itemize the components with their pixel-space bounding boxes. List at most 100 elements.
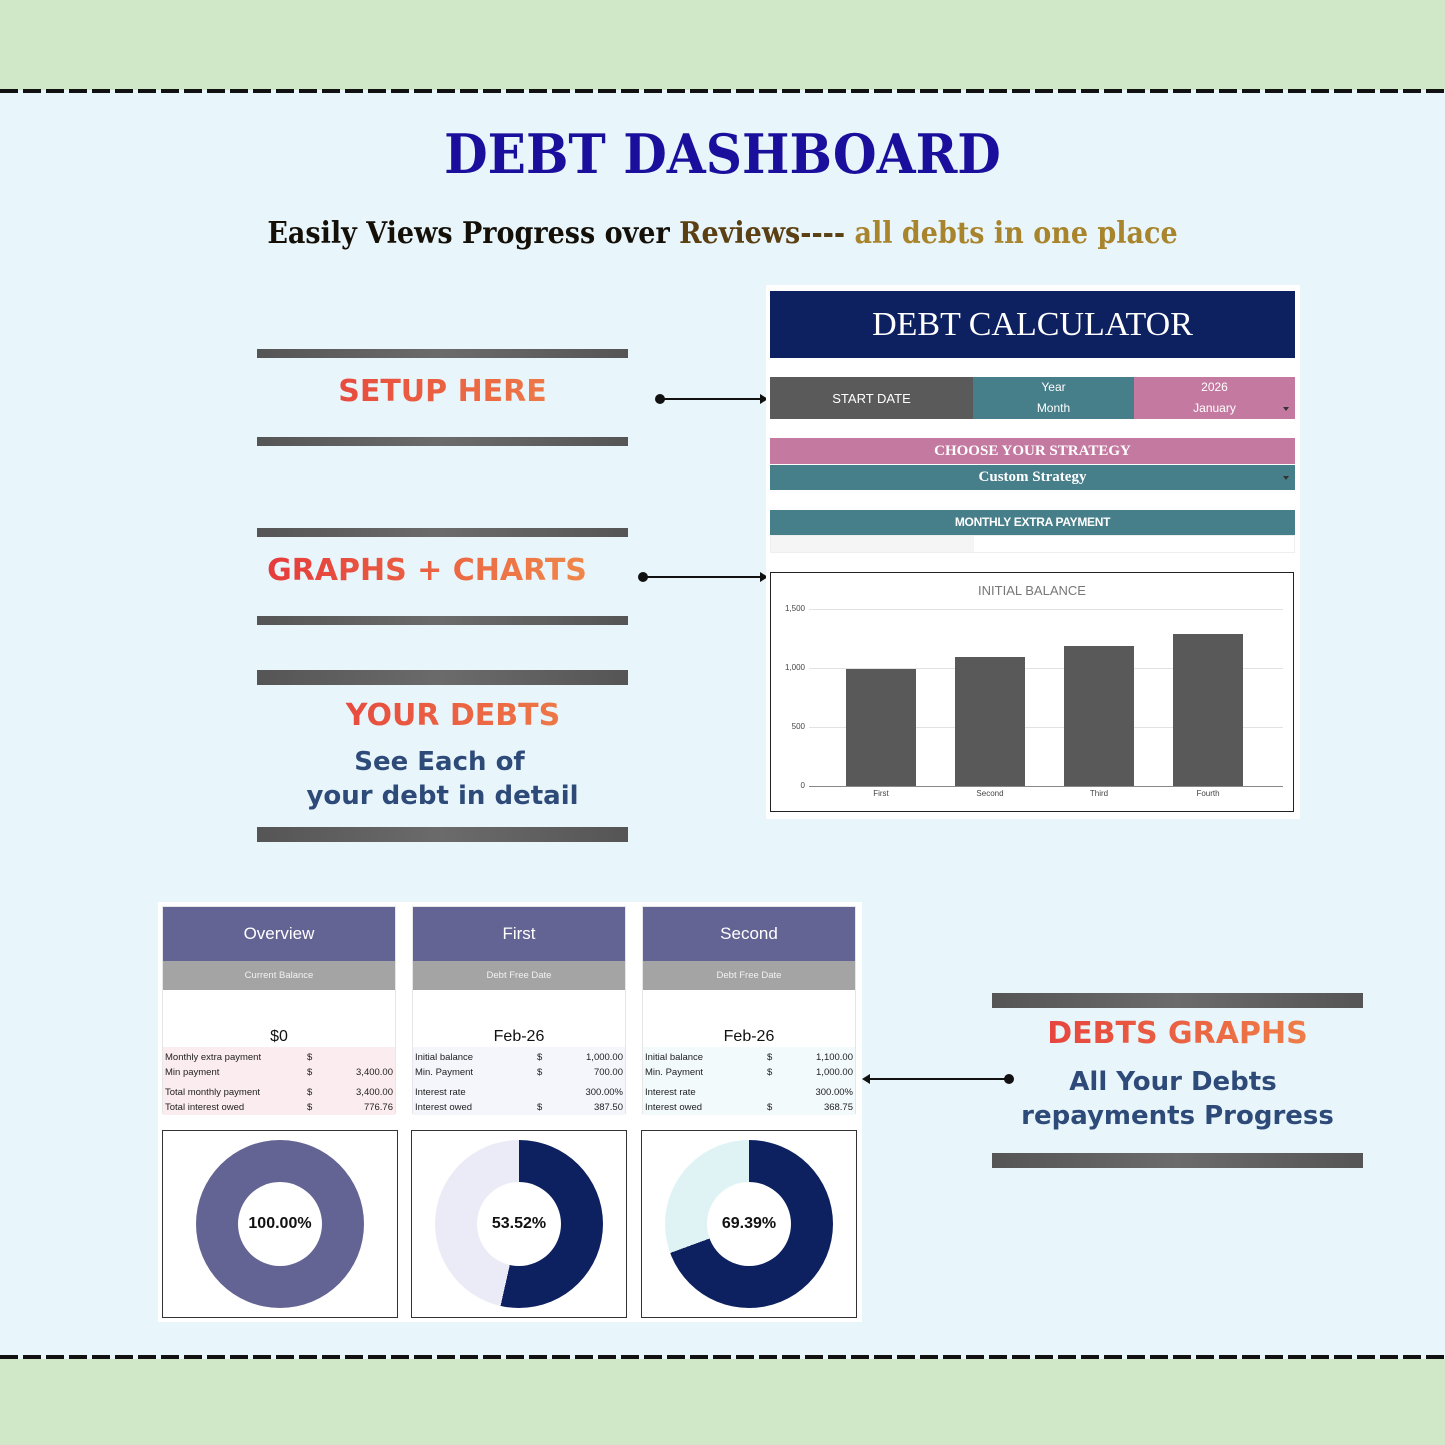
gridline: [809, 727, 1283, 728]
setup-top-bar: [257, 349, 628, 358]
chevron-down-icon[interactable]: [1283, 407, 1289, 411]
extra-payment-input[interactable]: [770, 535, 1295, 553]
your-debts-desc-line2: your debt in detail: [306, 781, 579, 811]
month-select[interactable]: January: [1193, 401, 1236, 415]
card-subtitle: Debt Free Date: [413, 961, 625, 990]
bar-third: [1064, 646, 1134, 787]
table-row: Interest owed$368.75: [645, 1102, 853, 1113]
table-row: Min payment$3,400.00: [165, 1067, 393, 1078]
month-label: Month: [1036, 401, 1071, 415]
table-row: Initial balance$1,100.00: [645, 1052, 853, 1063]
setup-bottom-bar: [257, 437, 628, 446]
subtitle-part-1: Easily Views Progress over: [267, 216, 680, 251]
strategy-label: CHOOSE YOUR STRATEGY: [770, 438, 1295, 464]
y-tick: 0: [800, 781, 805, 790]
donut-label: 53.52%: [477, 1182, 561, 1266]
gridline: [809, 668, 1283, 669]
bar-first: [846, 669, 916, 787]
table-row: Monthly extra payment$: [165, 1052, 313, 1063]
graphs-bottom-bar: [257, 616, 628, 625]
graphs-arrow-icon: [638, 572, 768, 582]
donut-ring: 100.00%: [196, 1140, 364, 1308]
your-debts-desc-line1: See Each of: [354, 747, 525, 777]
start-date-row: START DATE Year Month 2026 January: [770, 377, 1295, 419]
card-subtitle: Current Balance: [163, 961, 395, 990]
debt-free-date-value: Feb-26: [723, 1028, 775, 1045]
y-tick: 1,500: [784, 604, 805, 613]
year-month-labels: Year Month: [973, 377, 1134, 419]
overview-card: Overview Current Balance $0 Monthly extr…: [162, 906, 396, 1115]
table-row: Total interest owed$776.76: [165, 1102, 393, 1113]
table-row: Min. Payment$700.00: [415, 1067, 623, 1078]
subtitle-part-3: all debts in one place: [854, 216, 1178, 251]
first-donut-chart: 53.52%: [411, 1130, 627, 1318]
debts-graphs-top-bar: [992, 993, 1363, 1008]
x-tick: First: [873, 789, 889, 798]
card-details-table: Monthly extra payment$ Min payment$3,400…: [163, 1047, 395, 1115]
debt-cards-panel: Overview Current Balance $0 Monthly extr…: [158, 902, 862, 1322]
donut-ring: 53.52%: [435, 1140, 603, 1308]
card-title: Second: [643, 907, 855, 961]
card-title: First: [413, 907, 625, 961]
debts-graphs-arrow-icon: [862, 1074, 1014, 1084]
extra-payment-cell[interactable]: [771, 536, 974, 552]
arrow-head-icon: [760, 394, 768, 404]
your-debts-label: YOUR DEBTS: [257, 698, 649, 733]
card-details-table: Initial balance$1,100.00 Min. Payment$1,…: [643, 1047, 855, 1115]
card-details-table: Initial balance$1,000.00 Min. Payment$70…: [413, 1047, 625, 1115]
arrow-head-icon: [862, 1074, 870, 1084]
setup-label: SETUP HERE: [257, 374, 628, 409]
graphs-label: GRAPHS + CHARTS: [257, 553, 597, 588]
strategy-select[interactable]: Custom Strategy: [770, 465, 1295, 490]
arrow-dot-icon: [638, 572, 648, 582]
debts-graphs-desc-line1: All Your Debts: [1069, 1067, 1277, 1097]
y-tick: 500: [791, 722, 805, 731]
debts-graphs-desc-line2: repayments Progress: [1021, 1101, 1334, 1131]
debt-free-date-value: Feb-26: [493, 1028, 545, 1045]
donut-label: 69.39%: [707, 1182, 791, 1266]
donut-ring: 69.39%: [665, 1140, 833, 1308]
calculator-title: DEBT CALCULATOR: [770, 291, 1295, 358]
card-subtitle: Debt Free Date: [643, 961, 855, 990]
overview-donut-chart: 100.00%: [162, 1130, 398, 1318]
setup-arrow-icon: [655, 394, 768, 404]
arrow-dot-icon: [1004, 1074, 1014, 1084]
debts-graphs-label: DEBTS GRAPHS: [992, 1016, 1363, 1051]
x-tick: Fourth: [1196, 789, 1220, 798]
x-tick: Third: [1089, 789, 1109, 798]
page-title: DEBT DASHBOARD: [444, 122, 1001, 186]
x-axis: [809, 786, 1283, 787]
table-row: Interest owed$387.50: [415, 1102, 623, 1113]
arrow-head-icon: [760, 572, 768, 582]
graphs-top-bar: [257, 528, 628, 537]
chevron-down-icon[interactable]: [1283, 476, 1289, 480]
top-dashed-divider: [0, 89, 1445, 93]
table-row: Initial balance$1,000.00: [415, 1052, 623, 1063]
bar-fourth: [1173, 634, 1243, 787]
donut-label: 100.00%: [238, 1182, 322, 1266]
year-month-values: 2026 January: [1134, 377, 1295, 419]
page-subtitle: Easily Views Progress over Reviews---- a…: [72, 216, 1373, 251]
gridline: [809, 609, 1283, 610]
current-balance-value: $0: [270, 1028, 288, 1045]
first-debt-card: First Debt Free Date Feb-26 Initial bala…: [412, 906, 626, 1115]
strategy-value: Custom Strategy: [978, 469, 1087, 485]
start-date-label: START DATE: [770, 377, 973, 419]
y-tick: 1,000: [784, 663, 805, 672]
your-debts-bottom-bar: [257, 827, 628, 842]
bottom-dashed-divider: [0, 1355, 1445, 1359]
bottom-band: [0, 1359, 1445, 1445]
chart-title: INITIAL BALANCE: [978, 583, 1086, 598]
initial-balance-chart: INITIAL BALANCE 1,500 1,000 500 0 First …: [770, 572, 1294, 812]
subtitle-part-2: Reviews----: [679, 216, 855, 251]
table-row: Min. Payment$1,000.00: [645, 1067, 853, 1078]
year-label: Year: [1041, 380, 1066, 394]
bar-second: [955, 657, 1025, 787]
debts-graphs-bottom-bar: [992, 1153, 1363, 1168]
card-title: Overview: [163, 907, 395, 961]
debt-calculator-panel: DEBT CALCULATOR START DATE Year Month 20…: [766, 285, 1300, 819]
second-donut-chart: 69.39%: [641, 1130, 857, 1318]
year-input[interactable]: 2026: [1201, 380, 1228, 394]
